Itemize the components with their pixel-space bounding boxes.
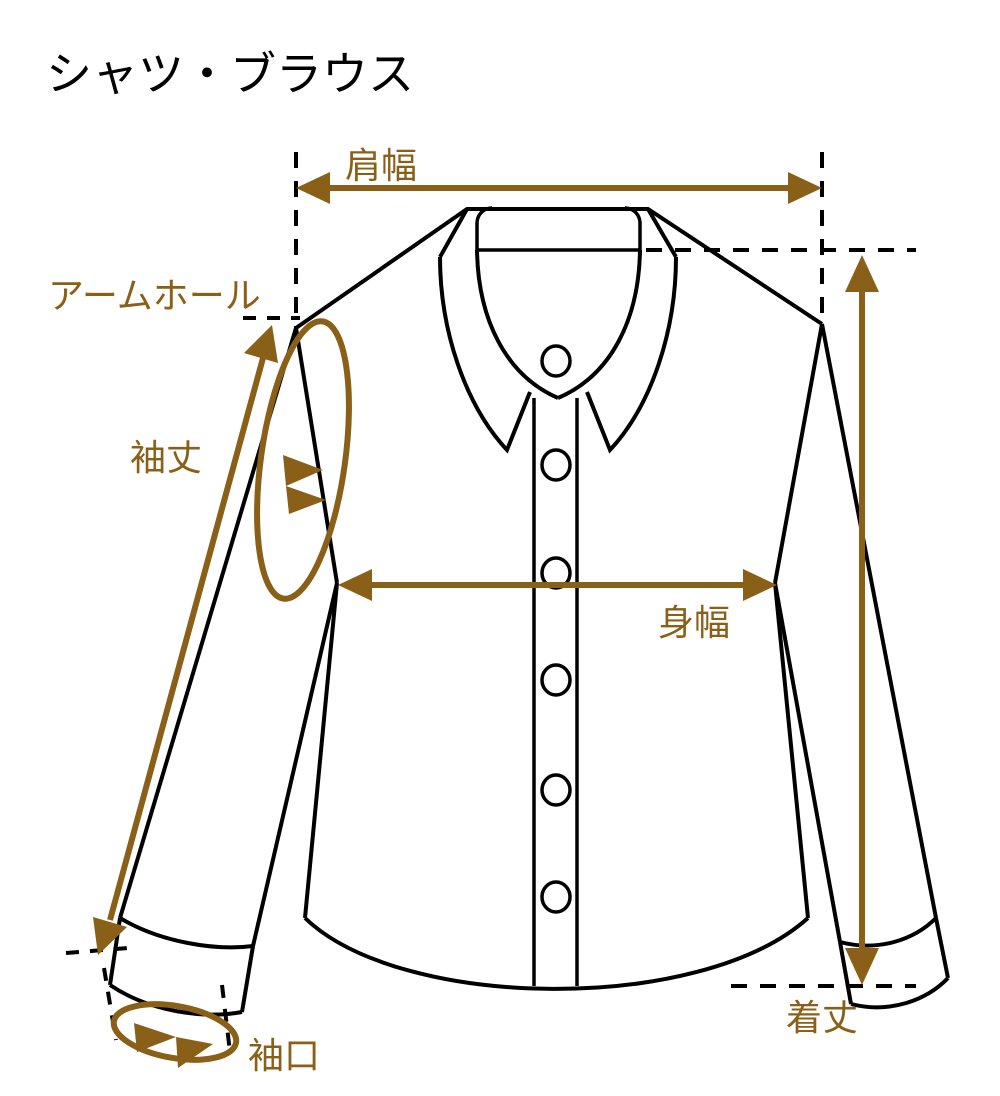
shoulder-yoke-line <box>294 207 824 330</box>
collar-left-top-edge <box>438 208 469 258</box>
left-cuff-top-line <box>118 916 254 950</box>
right-sleeve-outer-edge <box>820 323 938 919</box>
right-cuff-top-line <box>839 916 938 948</box>
left-cuff-bottom-line <box>108 983 243 1017</box>
button-4 <box>540 663 572 697</box>
shoulder-width-label: 肩幅 <box>345 146 417 187</box>
button-6 <box>540 880 572 914</box>
collar-right-inner <box>557 249 642 400</box>
shoulder-width-arrowhead-left <box>296 172 330 204</box>
garment-outline <box>108 206 950 1017</box>
cuff-arrowhead-left <box>134 1023 176 1052</box>
right-cuff-bottom-line <box>850 976 950 1010</box>
sleeve-length-arrow-shaft <box>107 357 266 921</box>
bottom-hem-curve <box>303 916 810 991</box>
body-width-measure <box>338 569 777 601</box>
button-5 <box>540 773 572 807</box>
right-cuff-right-edge <box>934 917 950 979</box>
sleeve-length-arrowhead-top <box>244 325 278 363</box>
collar-right-outer <box>585 256 678 454</box>
left-armscye-line <box>294 327 339 584</box>
armhole-arrowhead-upper <box>283 455 323 486</box>
body-width-arrowhead-left <box>338 569 372 601</box>
collar-right-top-edge <box>646 207 678 259</box>
cuff-opening-label: 袖口 <box>248 1036 320 1077</box>
guide-cuff-right-tick <box>220 984 232 1053</box>
cuff-opening-measure <box>110 1001 240 1068</box>
garment-length-arrowhead-top <box>845 255 879 292</box>
left-cuff-right-edge <box>240 945 255 1013</box>
cuff-arrowhead-right <box>176 1037 213 1068</box>
left-sleeve-inner-edge <box>251 582 339 947</box>
armhole-ellipse <box>254 318 352 602</box>
guide-cuff-top-tick <box>65 946 129 955</box>
guide-lines <box>65 152 916 1053</box>
page-title: シャツ・ブラウス <box>46 47 414 101</box>
armhole-measure <box>254 318 352 602</box>
shoulder-width-arrowhead-right <box>788 172 822 204</box>
body-right-side-seam <box>773 582 810 919</box>
collar-left-inner <box>475 249 559 400</box>
right-cuff-left-edge <box>838 941 853 1005</box>
body-width-arrowhead-right <box>743 569 777 601</box>
sleeve-length-arrowhead-bottom <box>93 917 127 955</box>
right-armscye-line <box>773 323 824 584</box>
garment-length-measure <box>845 255 879 985</box>
collar-left-outer <box>438 256 532 454</box>
cuff-ellipse <box>110 1001 240 1063</box>
armhole-label: アームホール <box>48 276 261 317</box>
collar-band-right-curve <box>624 206 642 223</box>
garment-length-arrowhead-bottom <box>845 948 879 985</box>
garment-length-label: 着丈 <box>786 998 858 1039</box>
shoulder-width-measure <box>296 172 822 204</box>
sleeve-length-label: 袖丈 <box>130 438 202 479</box>
body-width-label: 身幅 <box>658 603 730 644</box>
sleeve-length-measure <box>93 325 278 955</box>
body-left-side-seam <box>303 582 339 919</box>
collar-band-left-curve <box>475 206 493 223</box>
right-sleeve-inner-edge <box>773 582 842 943</box>
button-1 <box>540 344 572 378</box>
armhole-arrowhead-lower <box>286 486 326 514</box>
button-2 <box>540 448 572 482</box>
